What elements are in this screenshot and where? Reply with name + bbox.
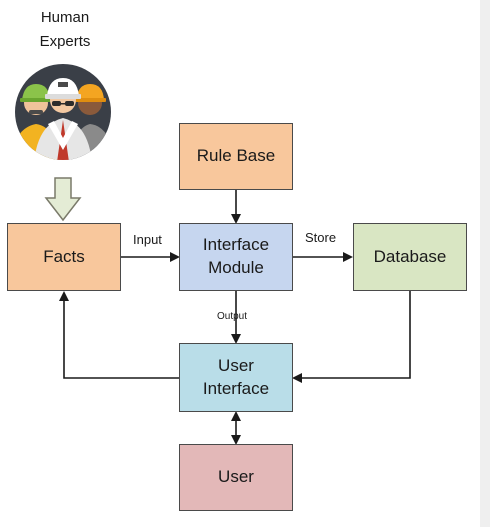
right-edge-strip xyxy=(480,0,490,527)
user-label: User xyxy=(218,467,254,487)
user-interface-line-2: Interface xyxy=(202,378,270,398)
database-label: Database xyxy=(373,246,447,266)
rule-base-box: Rule Base xyxy=(179,123,293,190)
title-line-1: Human xyxy=(40,9,90,26)
facts-label: Facts xyxy=(43,246,85,266)
store-edge-label: Store xyxy=(305,230,337,245)
database-box: Database xyxy=(353,223,467,291)
human-experts-title: Human Experts xyxy=(0,6,130,54)
edge-userinterface-facts xyxy=(59,291,179,379)
user-box: User xyxy=(179,444,293,511)
rule-base-label: Rule Base xyxy=(196,146,276,166)
interface-module-line-2: Module xyxy=(208,258,264,277)
output-edge-label: Output xyxy=(217,311,248,322)
interface-module-line-1: Interface xyxy=(202,235,270,255)
user-interface-box: User Interface xyxy=(179,343,293,412)
user-interface-line-1: User xyxy=(218,355,254,375)
input-edge-label: Input xyxy=(133,232,162,247)
interface-module-box: Interface Module xyxy=(179,223,293,291)
edge-database-userinterface xyxy=(292,291,411,383)
facts-box: Facts xyxy=(7,223,121,291)
title-line-2: Experts xyxy=(39,33,91,50)
